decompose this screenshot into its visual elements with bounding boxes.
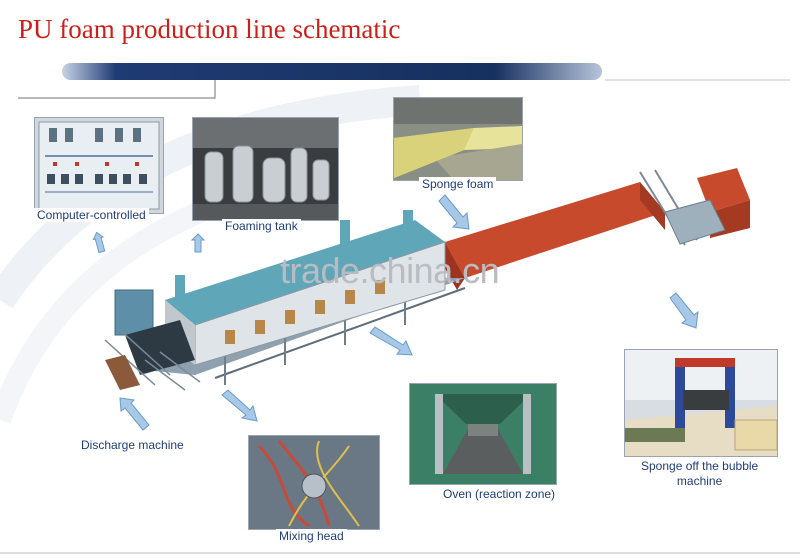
caption-bubble-machine-line2: machine	[676, 474, 723, 488]
caption-bubble-machine: Sponge off the bubble machine	[638, 459, 762, 489]
caption-oven: Oven (reaction zone)	[440, 487, 559, 501]
page-title: PU foam production line schematic	[18, 14, 401, 44]
caption-foaming-tank: Foaming tank	[222, 219, 301, 233]
oven-photo	[409, 383, 557, 485]
watermark: trade.china.cn	[280, 250, 500, 291]
sponge-foam-photo	[393, 97, 523, 181]
caption-computer-controlled: Computer-controlled	[34, 208, 149, 222]
caption-sponge-foam: Sponge foam	[419, 177, 497, 191]
bubble-machine-photo	[624, 349, 778, 457]
production-line-illustration	[104, 168, 750, 391]
header-bar	[62, 63, 602, 80]
caption-bubble-machine-line1: Sponge off the bubble	[641, 459, 759, 473]
foaming-tank-photo	[192, 117, 339, 221]
computer-panel-photo	[34, 117, 164, 214]
mixing-head-photo	[248, 435, 380, 530]
caption-mixing-head: Mixing head	[276, 529, 347, 543]
caption-discharge-machine: Discharge machine	[78, 438, 187, 452]
